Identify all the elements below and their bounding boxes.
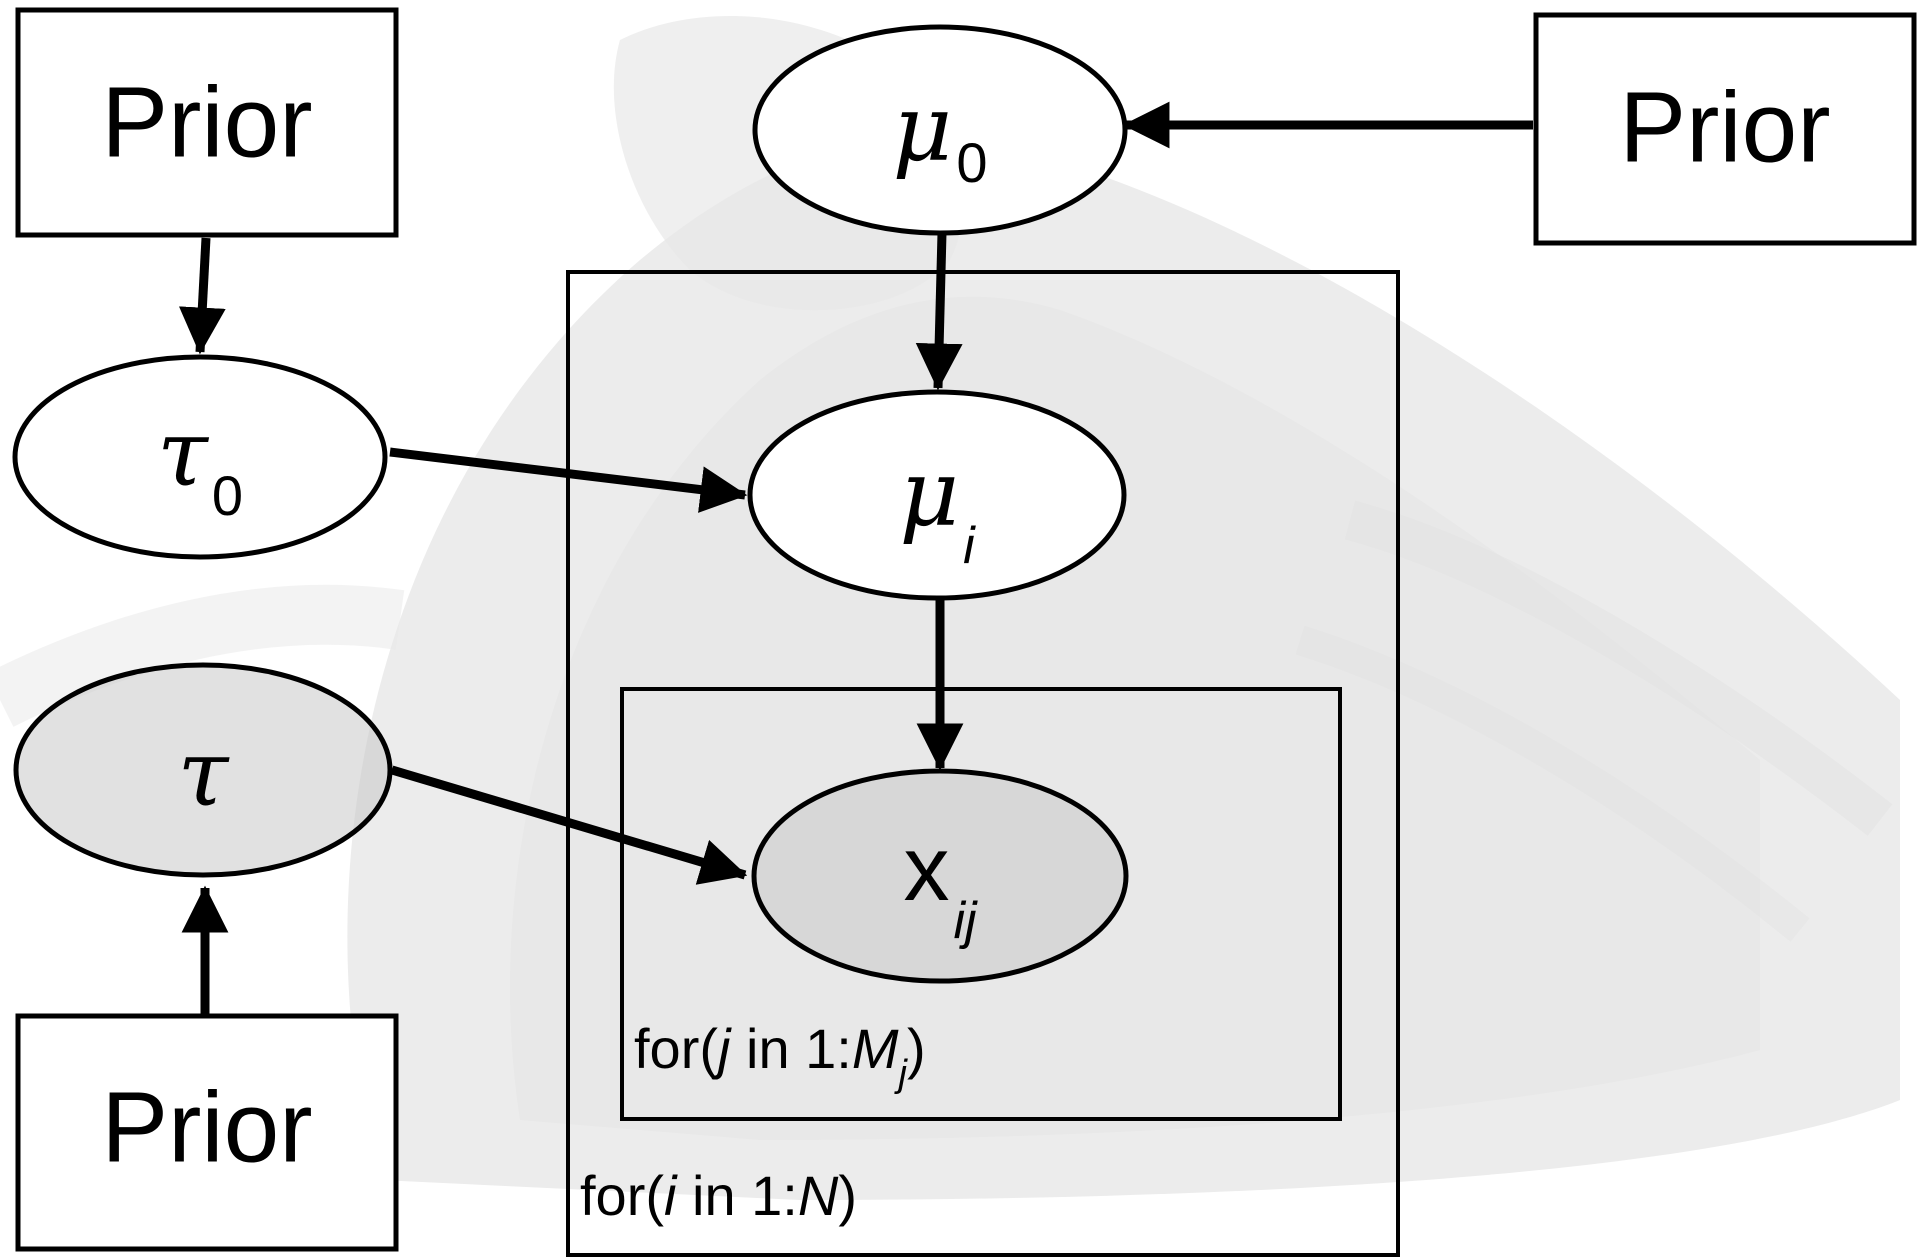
node-subscript: i (963, 517, 976, 575)
node-mui: μi (747, 389, 1127, 601)
node-tau: τ (13, 662, 393, 878)
edge-tau-to-xij (390, 765, 748, 885)
node-tau0: τ0 (12, 354, 388, 560)
node-symbol: τ (157, 400, 210, 507)
outer-plate-label: for(i in 1:N) (580, 1164, 857, 1227)
prior-box-top-right: Prior (1533, 12, 1917, 246)
edge-mu0-to-mui (915, 232, 963, 391)
prior-label: Prior (101, 1071, 312, 1183)
edge-prior-top-left-to-tau0 (178, 237, 226, 355)
prior-box-bottom-left: Prior (15, 1013, 399, 1252)
svg-text:xij: xij (903, 818, 978, 950)
prior-label: Prior (1619, 71, 1830, 183)
prior-label: Prior (101, 66, 312, 178)
prior-box-top-left: Prior (15, 7, 399, 238)
node-subscript: 0 (956, 131, 987, 194)
edges (178, 101, 1533, 1015)
svg-text:μ0: μ0 (893, 75, 988, 194)
svg-text:μi: μi (899, 440, 976, 575)
node-symbol: μ (893, 75, 953, 182)
inner-plate-label: for(j in 1:Mj) (634, 1017, 926, 1095)
node-symbol: x (903, 818, 949, 920)
inner-plate (620, 687, 1342, 1121)
outer-plate (566, 270, 1400, 1257)
node-xij: xij (751, 768, 1129, 984)
svg-text:τ0: τ0 (157, 400, 243, 527)
node-mu0: μ0 (752, 24, 1128, 236)
node-subscript: ij (953, 892, 978, 950)
edge-tau0-to-mui (389, 447, 748, 513)
node-subscript: 0 (212, 464, 243, 527)
node-symbol: τ (178, 720, 231, 827)
node-symbol: μ (899, 440, 959, 547)
